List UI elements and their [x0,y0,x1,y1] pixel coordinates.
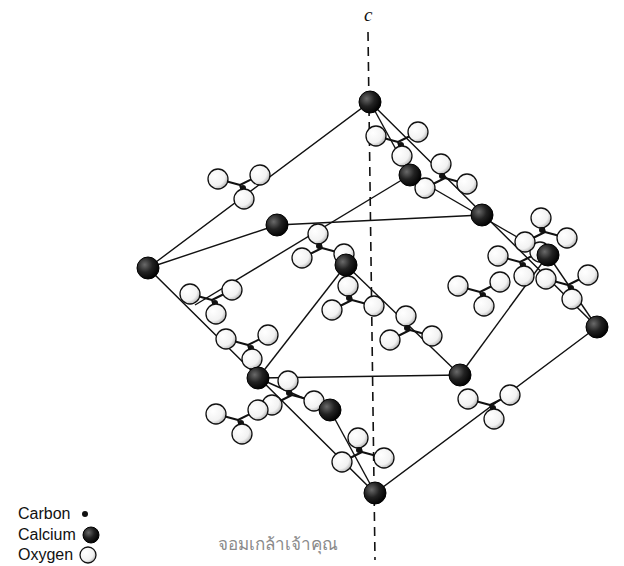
legend-sample [75,504,95,524]
legend-sample [81,525,101,545]
axis-label: c [364,4,372,26]
legend-text: Oxygen [18,546,73,564]
legend-sample [78,545,98,565]
legend-row: Calcium [18,525,101,545]
watermark: จอมเกล้าเจ้าคุณ [215,530,341,557]
legend-text: Carbon [18,505,70,523]
legend-text: Calcium [18,526,76,544]
legend-row: Carbon [18,504,95,524]
legend-row: Oxygen [18,545,98,565]
